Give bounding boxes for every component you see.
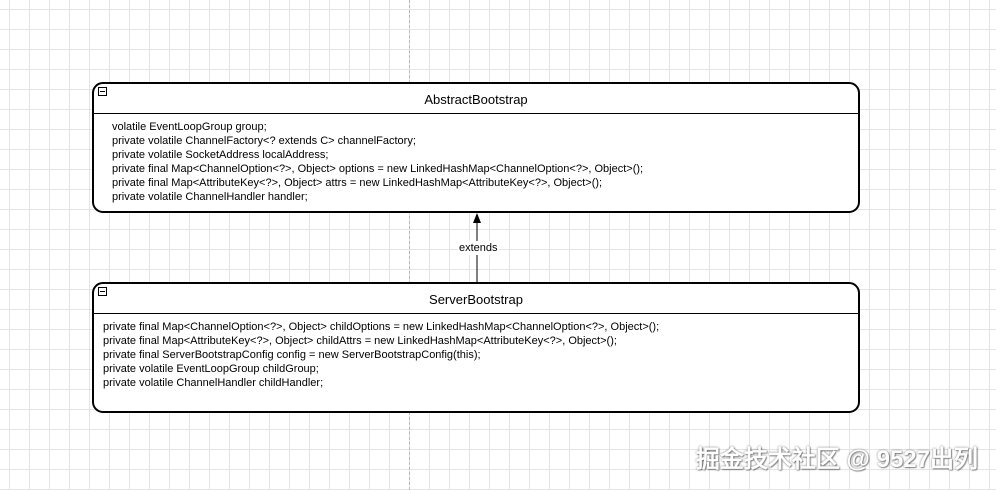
class-name-abstract-bootstrap: AbstractBootstrap — [94, 84, 858, 114]
member-field: private final Map<ChannelOption<?>, Obje… — [103, 321, 660, 333]
page-center-guide — [409, 0, 410, 490]
member-list-abstract-bootstrap: volatile EventLoopGroup group; private v… — [94, 114, 858, 204]
member-field: private final Map<AttributeKey<?>, Objec… — [103, 335, 617, 347]
collapse-toggle-icon[interactable] — [98, 87, 107, 96]
watermark: 掘金技术社区 @ 9527出列 — [695, 446, 978, 473]
member-field: private final Map<ChannelOption<?>, Obje… — [112, 163, 644, 175]
member-field: private volatile SocketAddress localAddr… — [112, 149, 329, 161]
abstract-bootstrap-class-box[interactable]: AbstractBootstrap volatile EventLoopGrou… — [92, 82, 860, 213]
member-field: private volatile ChannelHandler handler; — [112, 191, 308, 203]
member-field: private volatile ChannelFactory<? extend… — [112, 135, 416, 147]
collapse-toggle-icon[interactable] — [98, 287, 107, 296]
member-field: volatile EventLoopGroup group; — [112, 121, 267, 133]
arrowhead-icon — [473, 213, 481, 223]
relationship-label: extends — [458, 241, 499, 255]
class-name-server-bootstrap: ServerBootstrap — [94, 284, 858, 314]
member-field: private volatile ChannelHandler childHan… — [103, 377, 324, 389]
member-field: private volatile EventLoopGroup childGro… — [103, 363, 319, 375]
member-list-server-bootstrap: private final Map<ChannelOption<?>, Obje… — [94, 314, 858, 390]
member-field: private final Map<AttributeKey<?>, Objec… — [112, 177, 603, 189]
server-bootstrap-class-box[interactable]: ServerBootstrap private final Map<Channe… — [92, 282, 860, 413]
member-field: private final ServerBootstrapConfig conf… — [103, 349, 481, 361]
